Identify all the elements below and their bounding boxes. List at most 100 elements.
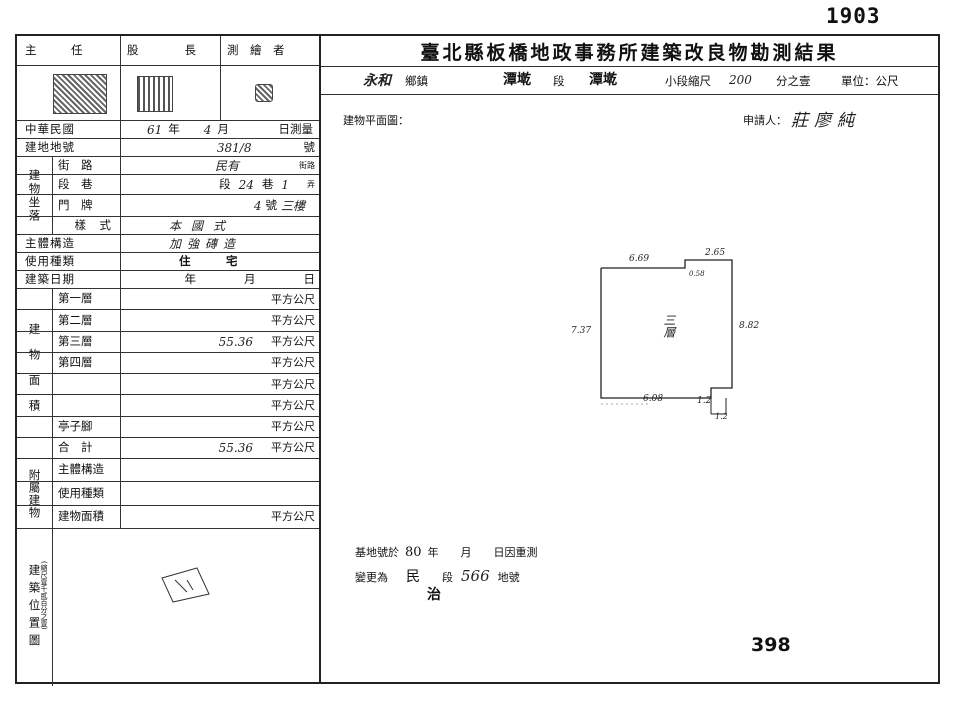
lane-label: 段 巷 [53, 175, 121, 194]
surveyor-seal [255, 84, 273, 102]
scale-label: 小段縮尺 [665, 74, 711, 88]
sheet-number: 398 [751, 634, 791, 656]
floor-area-row: 平方公尺 [17, 395, 319, 417]
location-label: 建物坐落 [17, 157, 53, 235]
floor-area-row: 第一層 平方公尺 [17, 289, 319, 311]
floor-area-row: 平方公尺 [17, 374, 319, 396]
dim-bottom-tab: 1.2 [715, 412, 728, 421]
usage-row: 使用種類 住 宅 [17, 253, 319, 271]
page-number: 1903 [826, 4, 881, 28]
township-value: 永和 [363, 73, 391, 89]
annex-row: 主體構造 [17, 459, 319, 483]
resurvey-town-2: 治 [427, 587, 441, 603]
annex-item-value: 平方公尺 [271, 510, 315, 524]
street-label: 街 路 [53, 157, 121, 174]
build-date-label: 建築日期 [17, 271, 121, 288]
floor-plan-label: 建物平面圖： [343, 114, 409, 127]
annex-item-value [121, 482, 319, 504]
floor-plan-sketch [600, 259, 733, 415]
scale-unit: 分之壹 [776, 74, 811, 88]
form-title: 臺北縣板橋地政事務所建築改良物勘測結果 [321, 36, 938, 67]
style-label: 樣 式 [17, 217, 121, 234]
applicant-name: 莊廖純 [791, 111, 860, 131]
surveyor-stamp-cell [221, 66, 319, 120]
build-date-value: 年月日 [184, 271, 316, 286]
dim-top-left: 6.69 [629, 254, 650, 264]
floor-value: 平方公尺 [271, 420, 315, 434]
annex-row: 建物面積 平方公尺 [17, 505, 319, 529]
chief-label: 主 任 [17, 36, 121, 65]
floor-label: 合 計 [53, 437, 121, 458]
usage-value: 住 宅 [179, 253, 250, 268]
right-panel: 臺北縣板橋地政事務所建築改良物勘測結果 永和 鄉鎮 潭墘 段 潭墘 小段縮尺 2… [321, 36, 938, 682]
floor-label: 第二層 [53, 310, 121, 331]
dim-top-right: 2.65 [705, 248, 726, 258]
floor-value: 平方公尺 [271, 356, 315, 370]
structure-value: 加強磚造 [169, 236, 242, 251]
area-label: 建物面積 [17, 289, 53, 459]
floor-area-row: 亭子腳 平方公尺 [17, 416, 319, 438]
unit-label: 單位：公尺 [841, 74, 899, 88]
build-date-row: 建築日期 年月日 [17, 271, 319, 289]
floor-value: 平方公尺 [271, 377, 315, 391]
door-label: 門 牌 [53, 195, 121, 216]
structure-label: 主體構造 [17, 235, 121, 252]
section-chief-stamp-cell [121, 66, 221, 120]
floor-label: 第四層 [53, 352, 121, 373]
dim-bottom-right: 1.2 [697, 396, 712, 406]
floor-value: 平方公尺 [271, 398, 315, 412]
section-label: 段 [553, 74, 565, 88]
section-chief-seal [137, 76, 173, 112]
style-value: 本國式 [169, 218, 236, 233]
survey-date-label: 中華民國 [17, 121, 121, 138]
applicant-label: 申請人： [743, 114, 787, 127]
floor-label: 亭子腳 [53, 416, 121, 437]
stamps-row [17, 66, 319, 121]
floor-label: 第一層 [53, 289, 121, 310]
dim-right: 8.82 [739, 321, 760, 331]
scale-value: 200 [729, 73, 752, 87]
resurvey-note-line2: 變更為 民 段 566 地號 [355, 567, 520, 585]
floor-area-row: 第二層平方公尺 [17, 310, 319, 332]
signature-header-row: 主 任 股 長 測 繪 者 [17, 36, 319, 66]
usage-label: 使用種類 [17, 253, 121, 270]
township-label: 鄉鎮 [405, 74, 428, 88]
location-map-label: 建築位置圖 [17, 529, 53, 686]
section-value: 潭墘 [503, 72, 531, 88]
street-value: 民有街路 [214, 158, 315, 173]
lot-number-label: 建地地號 [17, 139, 121, 156]
floor-mark: 三層 [662, 314, 676, 338]
location-header-row: 永和 鄉鎮 潭墘 段 潭墘 小段縮尺 200 分之壹 單位：公尺 [321, 66, 938, 95]
annex-item-label: 使用種類 [53, 482, 121, 505]
dim-notch: 0.58 [689, 270, 705, 278]
floor-label: 第三層 [53, 331, 121, 352]
resurvey-note-line1: 基地號於 80 年 月 日因重測 [355, 545, 538, 560]
location-map-note: (縮尺壹千貳百分之壹) [40, 561, 48, 630]
annex-item-label: 建物面積 [53, 505, 121, 528]
dim-left: 7.37 [571, 326, 592, 336]
structure-row: 主體構造 加強磚造 [17, 235, 319, 253]
subsection-value: 潭墘 [589, 72, 617, 88]
chief-stamp-cell [17, 66, 121, 120]
surveyor-label: 測 繪 者 [227, 42, 285, 57]
chief-seal [53, 74, 107, 114]
street-row: 街 路 民有街路 [17, 157, 319, 175]
floor-value: 平方公尺 [271, 292, 315, 306]
location-map-sketch [161, 567, 210, 603]
floor-area-row: 第四層 平方公尺 [17, 352, 319, 374]
annex-row: 使用種類 [17, 482, 319, 506]
floor-label [53, 374, 121, 395]
annex-item-value [121, 459, 319, 481]
